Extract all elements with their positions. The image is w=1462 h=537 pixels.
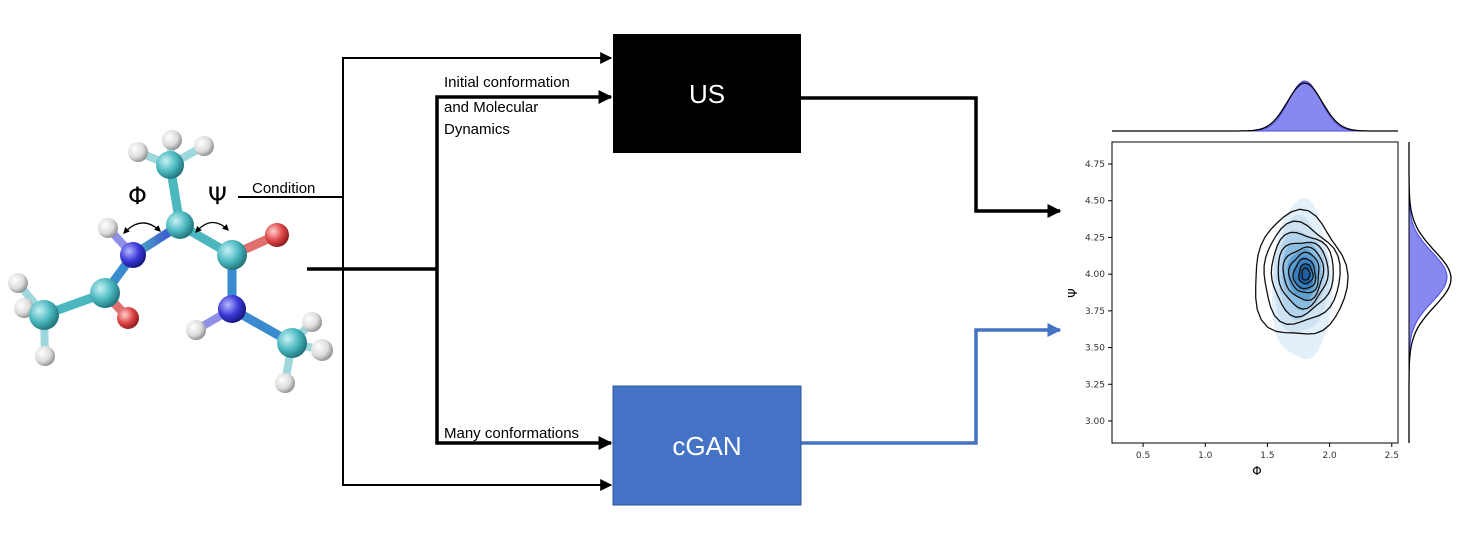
y-tick-label: 3.50 [1085, 344, 1105, 354]
initial-conformation-label: Initial conformation [444, 74, 570, 91]
condition-label: Condition [252, 180, 315, 197]
us-to-plot-arrow [801, 96, 1062, 218]
psi-label: Ψ [208, 182, 227, 210]
phi-rotation-arrow [123, 222, 161, 234]
cgan-box-label: cGAN [672, 431, 741, 461]
us-box-label: US [689, 79, 725, 109]
y-tick-label: 4.75 [1085, 160, 1105, 170]
md-to-us-arrow [435, 90, 613, 269]
y-tick-label: 3.75 [1085, 307, 1105, 317]
top-marginal-line [1112, 82, 1398, 132]
and-molecular-label: and Molecular [444, 99, 538, 116]
y-axis-title: Ψ [1066, 288, 1080, 297]
y-tick-label: 3.25 [1085, 380, 1105, 390]
density-contour-line [1255, 208, 1349, 335]
psi-rotation-arrow [195, 221, 229, 233]
x-axis-title: Φ [1252, 464, 1261, 478]
black-flow-lines [238, 52, 1062, 491]
x-axis-ticks: 0.5 1.0 1.5 2.0 2.5 [1136, 443, 1399, 461]
density-contour-line [1287, 251, 1320, 294]
x-tick-label: 1.0 [1198, 451, 1213, 461]
density-contour-line [1282, 246, 1325, 302]
y-tick-label: 4.50 [1085, 197, 1105, 207]
plot-axes-frame [1111, 141, 1399, 444]
density-contour-line [1277, 241, 1329, 310]
y-tick-label: 4.00 [1085, 270, 1105, 280]
density-contour-line [1270, 231, 1334, 318]
density-contour-line [1298, 263, 1314, 285]
density-contour-line [1301, 267, 1311, 281]
alanine-dipeptide-molecule: Φ Ψ [8, 130, 333, 393]
right-marginal-distribution [1408, 142, 1452, 443]
joint-density-plot: 0.5 1.0 1.5 2.0 2.5 3.00 3.25 3.50 3.75 4.00 4.25… [1066, 80, 1452, 478]
y-tick-label: 4.25 [1085, 233, 1105, 243]
top-marginal-distribution [1112, 80, 1398, 132]
x-tick-label: 2.5 [1385, 451, 1399, 461]
x-tick-label: 2.0 [1322, 451, 1337, 461]
molecule-atoms [8, 130, 333, 393]
phi-label: Φ [128, 182, 147, 210]
density-contour-line [1292, 257, 1317, 290]
us-box: US [613, 34, 801, 153]
density-contour-lines [1255, 208, 1349, 335]
density-contour-line [1263, 220, 1341, 325]
cgan-box: cGAN [612, 385, 802, 506]
x-tick-label: 0.5 [1136, 451, 1150, 461]
x-tick-label: 1.5 [1260, 451, 1274, 461]
many-to-cgan-arrow [435, 269, 613, 450]
dynamics-label: Dynamics [444, 121, 510, 138]
right-marginal-fill [1408, 142, 1448, 443]
y-tick-label: 3.00 [1085, 417, 1105, 427]
y-axis-ticks: 3.00 3.25 3.50 3.75 4.00 4.25 4.50 4.75 [1085, 160, 1112, 427]
top-marginal-fill [1112, 80, 1398, 132]
cgan-to-plot-arrow [801, 323, 1062, 445]
condition-to-us-arrow [342, 52, 613, 197]
many-conformations-label: Many conformations [444, 425, 579, 442]
condition-to-cgan-arrow [342, 197, 613, 491]
